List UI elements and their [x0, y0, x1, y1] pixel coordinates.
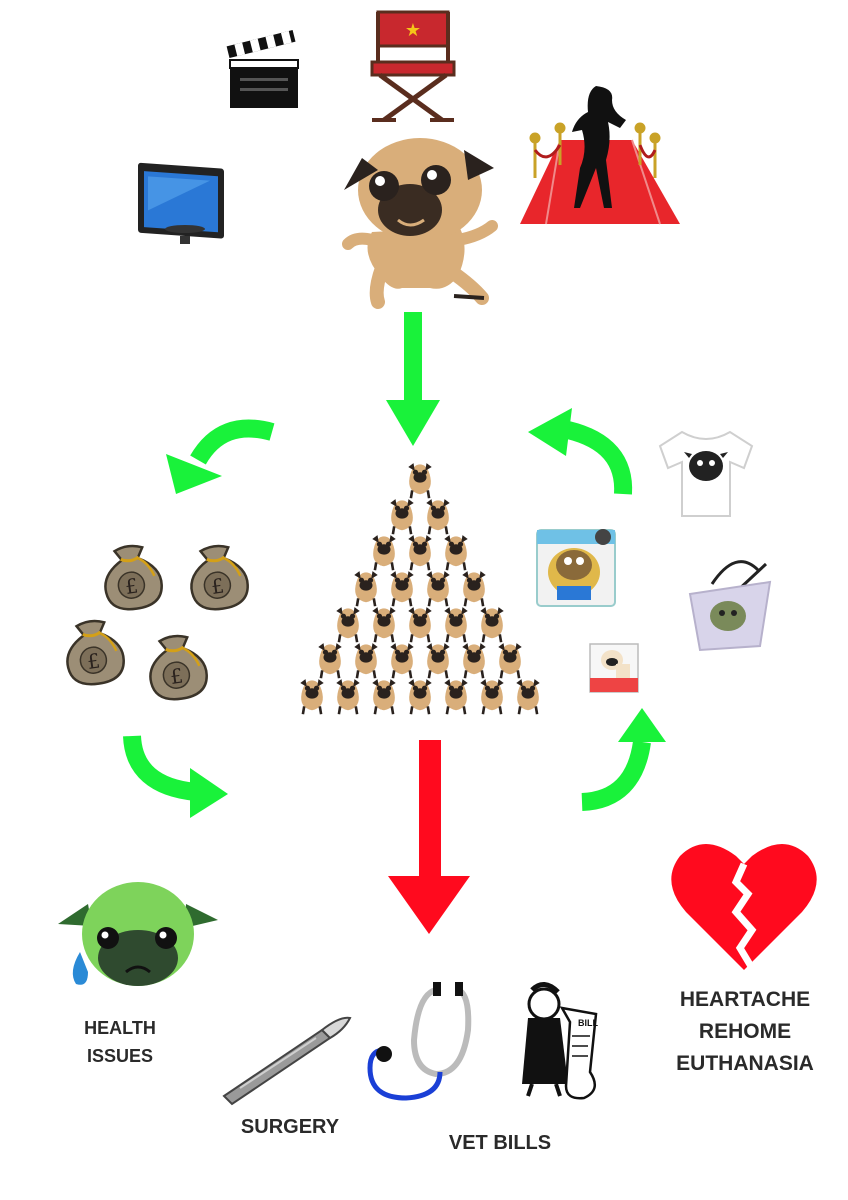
vet-bills-label: VET BILLS: [448, 1132, 552, 1154]
green-arrow-top-right: [528, 408, 633, 495]
mini-pug-icon: [370, 677, 398, 716]
pug-pyramid: [298, 461, 542, 716]
mini-pug-icon: [442, 605, 470, 644]
stethoscope-icon: [367, 982, 472, 1101]
sick-pug-icon: [58, 882, 218, 986]
mini-pug-icon: [406, 605, 434, 644]
money-bag-icon: £: [184, 540, 253, 615]
health-issues-label: HEALTH ISSUES: [40, 1014, 200, 1070]
clapperboard-icon: [226, 29, 299, 108]
mini-pug-icon: [352, 641, 380, 680]
mini-pug-icon: [352, 569, 380, 608]
mini-pug-icon: [478, 605, 506, 644]
money-bag-icon: £: [98, 540, 167, 615]
pound-symbol: £: [210, 573, 226, 599]
health-label-line1: HEALTH: [84, 1018, 156, 1038]
mini-pug-icon: [406, 533, 434, 572]
directors-chair-icon: ★: [370, 10, 456, 123]
mini-pug-icon: [424, 569, 452, 608]
scalpel-icon: [222, 1016, 352, 1106]
mini-pug-icon: [424, 497, 452, 536]
pound-symbol: £: [86, 648, 102, 674]
mini-pug-icon: [496, 641, 524, 680]
money-bag-icon: £: [60, 615, 129, 690]
green-arrow-bottom-left: [123, 735, 228, 818]
man-with-bill-icon: BILL: [522, 982, 598, 1100]
pound-symbol: £: [169, 663, 185, 689]
tv-monitor-icon: [138, 162, 224, 244]
red-carpet-silhouette-icon: [520, 86, 680, 225]
red-arrow-down: [388, 740, 470, 934]
pug-dog-icon: [342, 138, 498, 309]
pug-tshirt-icon: [658, 430, 754, 517]
pound-symbol: £: [124, 573, 140, 599]
mini-pug-icon: [442, 533, 470, 572]
mini-pug-icon: [298, 677, 326, 716]
heartache-line: HEARTACHE: [679, 988, 811, 1011]
mini-pug-icon: [334, 677, 362, 716]
mini-pug-icon: [406, 677, 434, 716]
green-arrow-top-left: [166, 419, 275, 494]
rehome-line: REHOME: [698, 1020, 792, 1043]
mini-pug-icon: [406, 461, 434, 500]
mini-pug-icon: [316, 641, 344, 680]
bill-text: BILL: [578, 1018, 598, 1028]
pug-toy-small-icon: [589, 643, 639, 693]
mini-pug-icon: [478, 677, 506, 716]
pug-tote-bag-icon: [688, 560, 772, 652]
mini-pug-icon: [514, 677, 542, 716]
svg-text:★: ★: [405, 20, 421, 41]
mini-pug-icon: [460, 569, 488, 608]
mini-pug-icon: [334, 605, 362, 644]
mini-pug-icon: [460, 641, 488, 680]
pug-toy-box-icon: [536, 529, 616, 607]
green-arrow-down: [386, 312, 440, 446]
health-label-line2: ISSUES: [86, 1046, 154, 1066]
broken-heart-icon: [671, 844, 817, 970]
money-bag-icon: £: [143, 630, 212, 705]
mini-pug-icon: [370, 533, 398, 572]
mini-pug-icon: [370, 605, 398, 644]
surgery-label: SURGERY: [240, 1116, 340, 1138]
green-arrow-bottom-right: [581, 708, 666, 811]
mini-pug-icon: [424, 641, 452, 680]
mini-pug-icon: [388, 497, 416, 536]
mini-pug-icon: [442, 677, 470, 716]
mini-pug-icon: [388, 569, 416, 608]
mini-pug-icon: [388, 641, 416, 680]
euthanasia-line: EUTHANASIA: [676, 1052, 814, 1075]
heartache-label: HEARTACHE REHOME EUTHANASIA: [650, 984, 840, 1080]
